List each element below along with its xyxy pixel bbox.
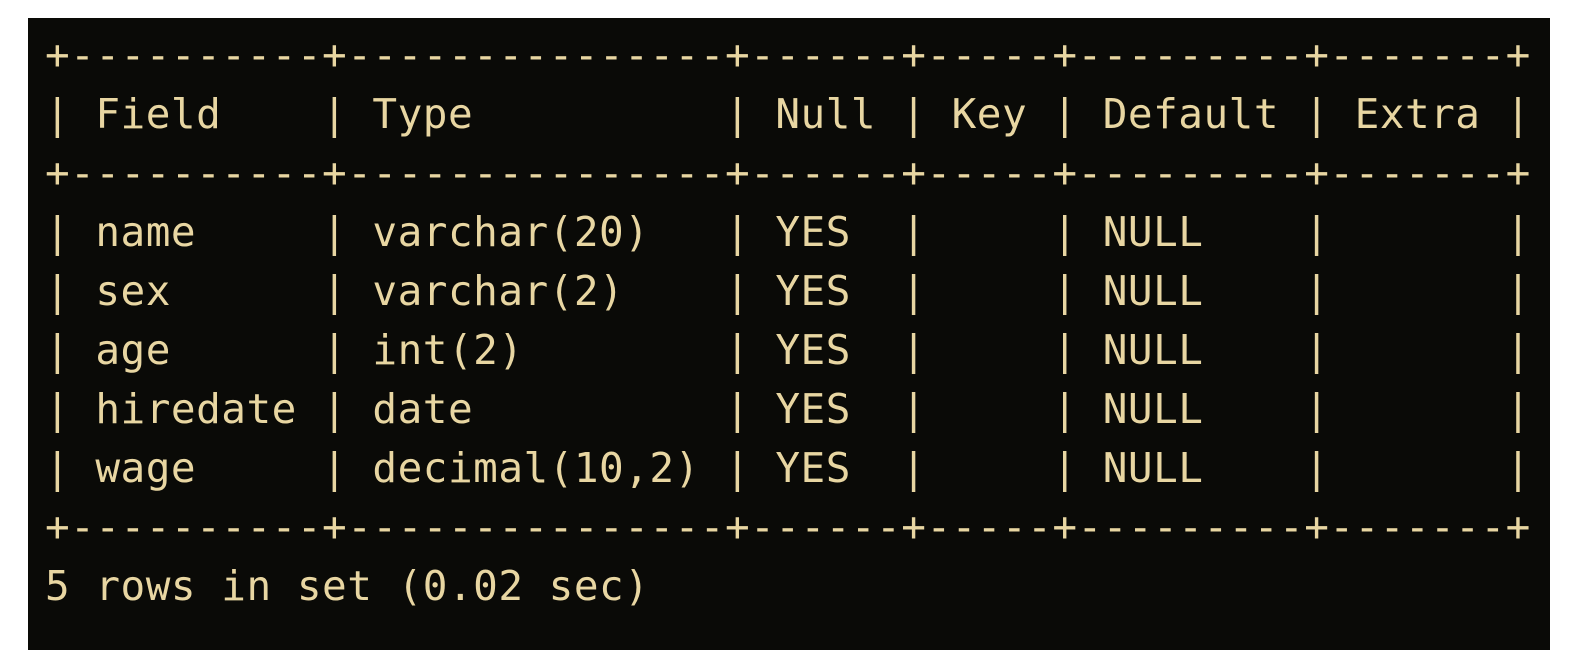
terminal-screen[interactable]: +----------+---------------+------+-----… xyxy=(28,18,1550,650)
terminal-output: +----------+---------------+------+-----… xyxy=(45,31,1531,610)
